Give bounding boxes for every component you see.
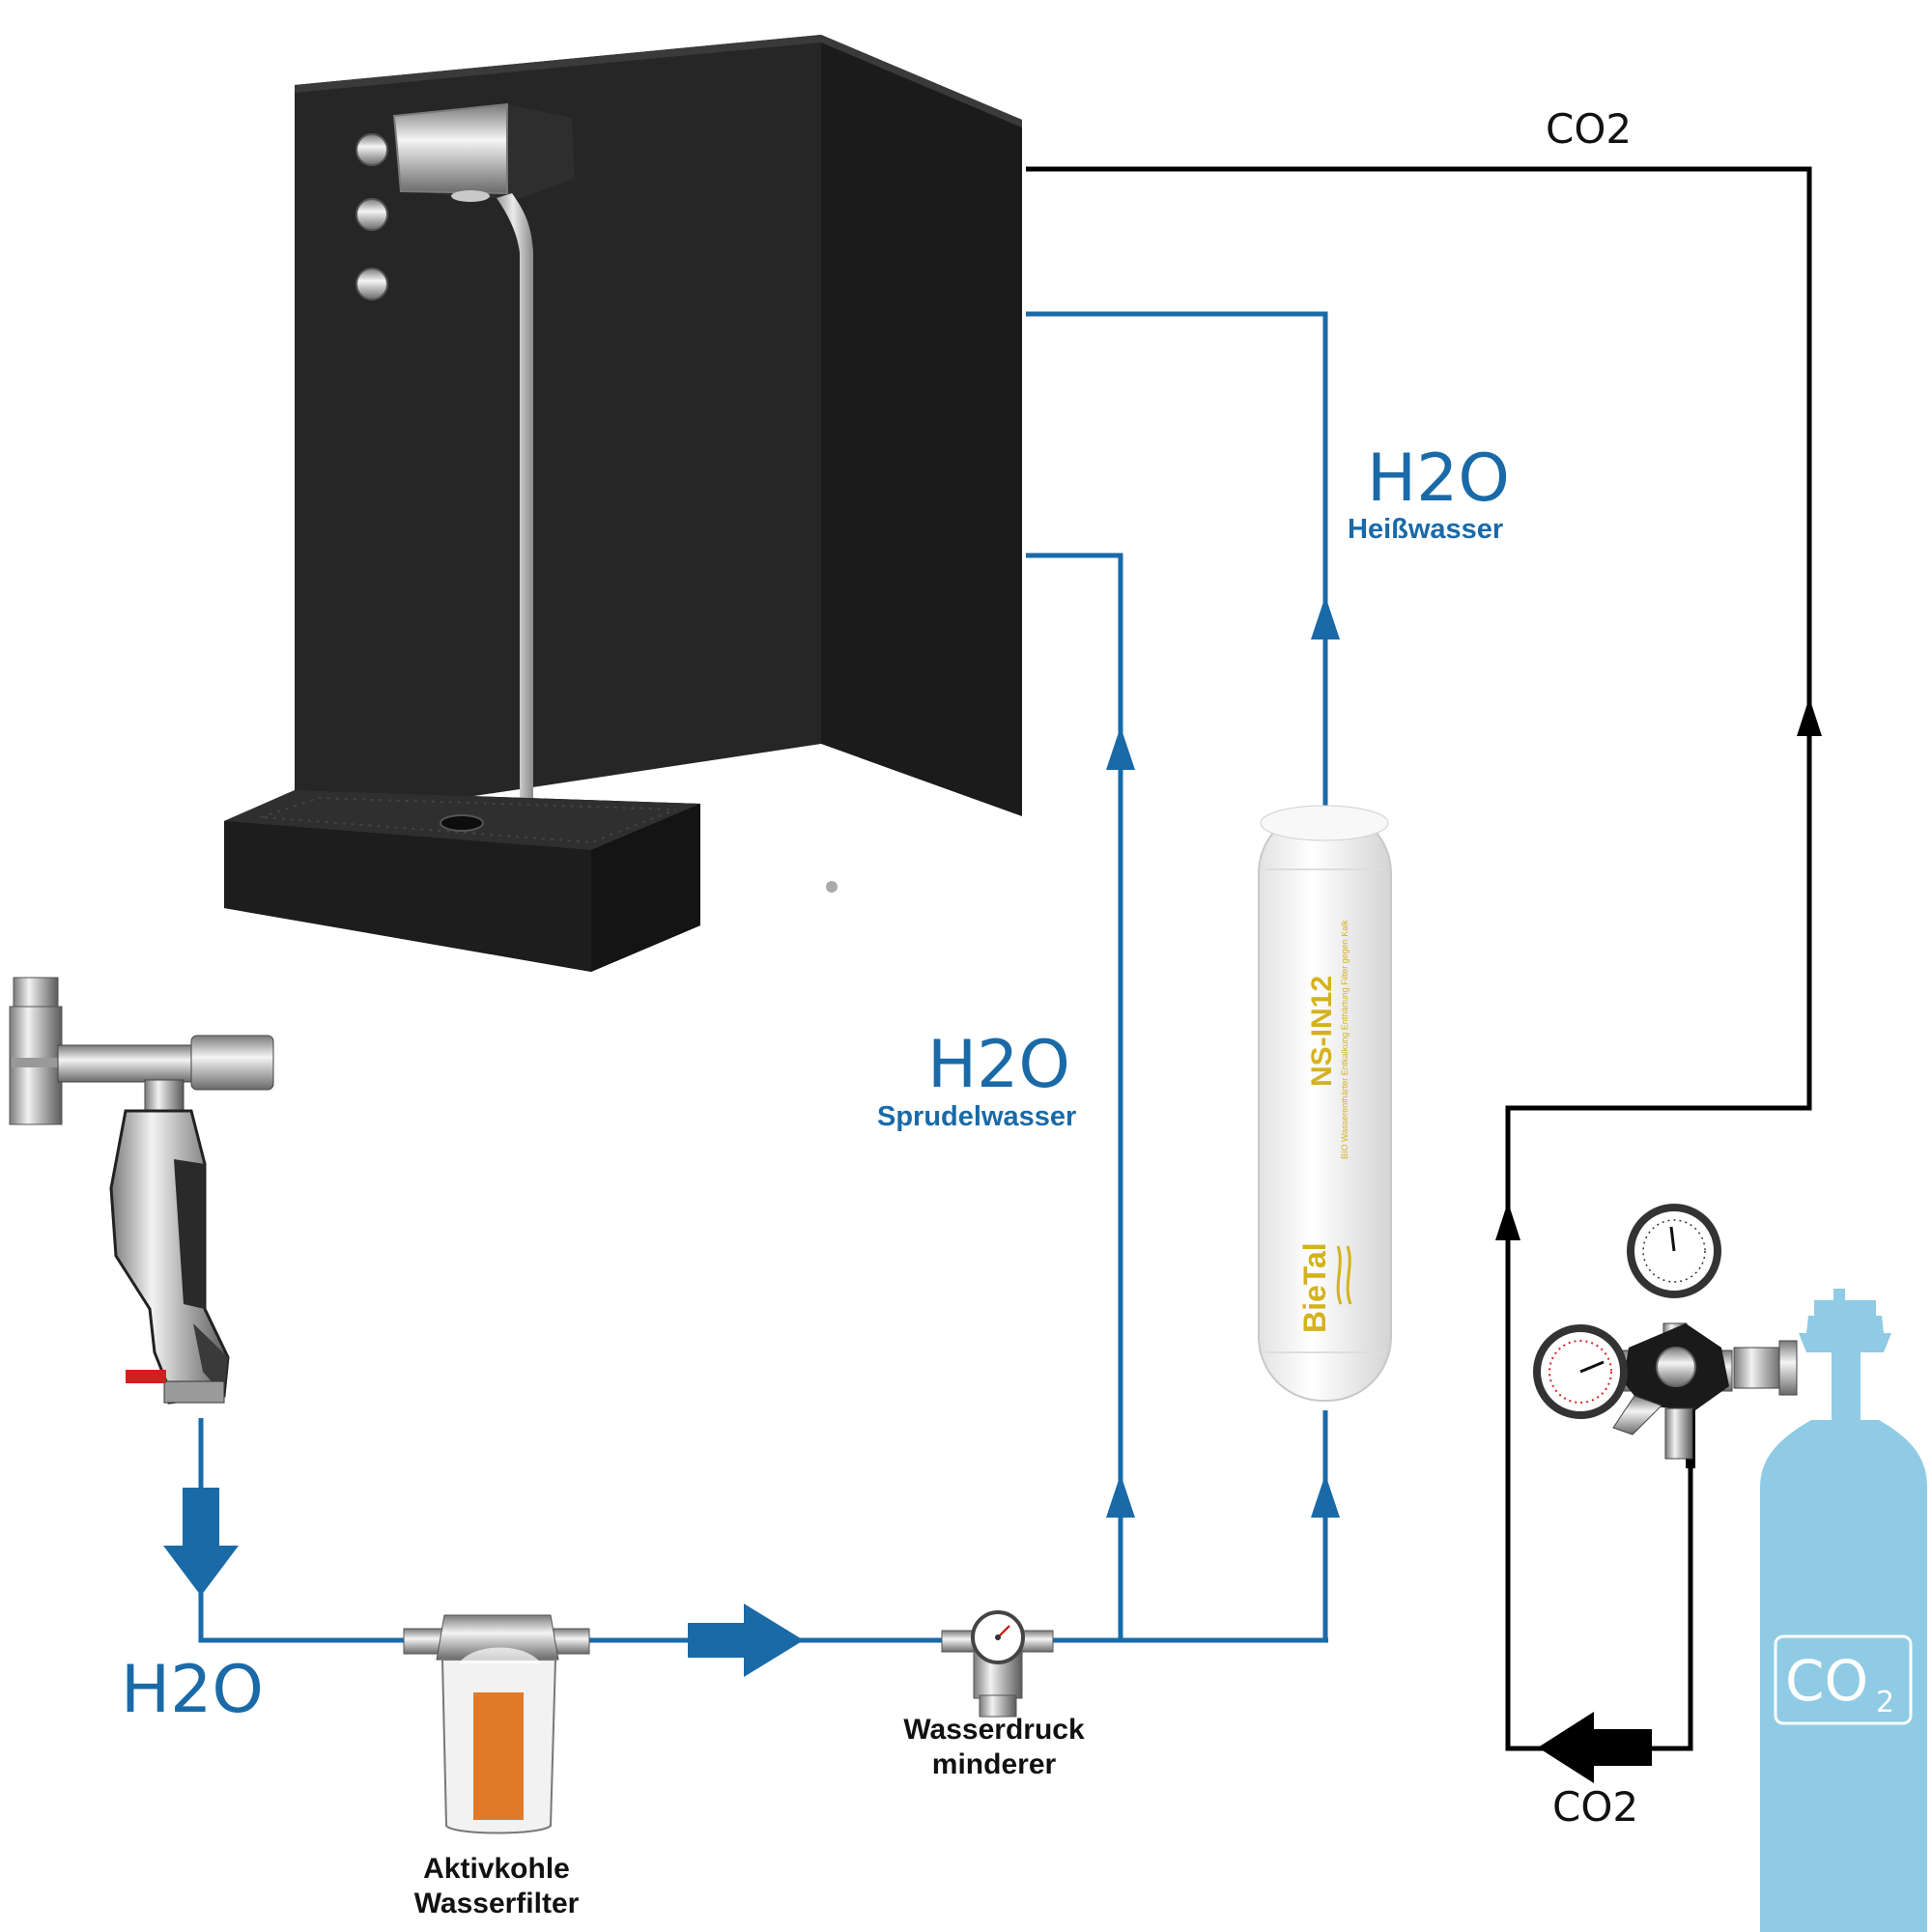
co2-line [1026, 166, 1812, 1751]
arrow-right-flow [688, 1604, 804, 1677]
water-dispenser-icon [224, 35, 1022, 972]
cylinder-co-label: CO [1785, 1648, 1868, 1714]
water-line-hot-upper [1026, 311, 1328, 807]
water-line-sparkling [1026, 553, 1123, 1640]
valve-handle-icon [126, 1370, 166, 1383]
cartridge-description: BIO Wasserenthärter Entkalkung Enthärtun… [1340, 920, 1350, 1159]
arrow-up-hot-bottom [1311, 1474, 1340, 1518]
sparkling-water-label: Sprudelwasser [877, 1101, 1076, 1132]
co2-arrow-left-big [1538, 1712, 1652, 1783]
water-arrows [163, 596, 1340, 1677]
arrow-up-hot-top [1311, 596, 1340, 639]
water-line-inlet [198, 1418, 348, 1643]
co2-cylinder-icon: CO 2 [1760, 1289, 1927, 1932]
cartridge-model: NS-IN12 [1306, 976, 1338, 1087]
h2o-hot-label: H2O [1367, 440, 1510, 517]
carbon-filter-label-2: Wasserfilter [414, 1888, 580, 1919]
co2-regulator-icon [1533, 1204, 1798, 1468]
angle-valve-icon [9, 977, 274, 1405]
co2-arrows [1495, 697, 1822, 1783]
co2-line-to-dispenser [1026, 166, 1812, 1751]
dispenser-button-2 [355, 198, 388, 231]
pressure-reducer-label-2: minderer [932, 1748, 1057, 1780]
arrow-up-sparkling-bottom [1106, 1474, 1135, 1518]
arrow-down-inlet [163, 1488, 239, 1596]
co2-arrow-up-left [1495, 1202, 1520, 1240]
co2-arrow-up-right [1797, 697, 1822, 736]
pressure-reducer-icon [941, 1610, 1054, 1718]
hot-water-label: Heißwasser [1348, 514, 1503, 545]
pressure-reducer-label-1: Wasserdruck [903, 1714, 1085, 1746]
cartridge-brand: BieTal [1297, 1242, 1332, 1333]
dispenser-button-3 [355, 268, 388, 300]
carbon-filter-icon [403, 1614, 590, 1834]
co2-bottom-label: CO2 [1552, 1783, 1638, 1831]
carbon-filter-label-1: Aktivkohle [423, 1853, 570, 1885]
water-stream [497, 193, 533, 811]
water-line-hot-lower [1121, 1410, 1328, 1643]
co2-top-label: CO2 [1546, 105, 1632, 153]
spout-icon [392, 102, 575, 202]
h2o-sparkling-label: H2O [927, 1027, 1070, 1103]
cylinder-subscript: 2 [1876, 1686, 1894, 1719]
h2o-inlet-label: H2O [121, 1652, 264, 1728]
arrow-up-sparkling-top [1106, 726, 1135, 770]
drip-tray-icon [224, 790, 700, 972]
brand-wave-icon [1336, 1245, 1352, 1305]
dispenser-button-1 [355, 133, 388, 166]
button-icons [355, 133, 388, 300]
filter-cartridge-icon: NS-IN12 BIO Wasserenthärter Entkalkung E… [1258, 805, 1392, 1402]
